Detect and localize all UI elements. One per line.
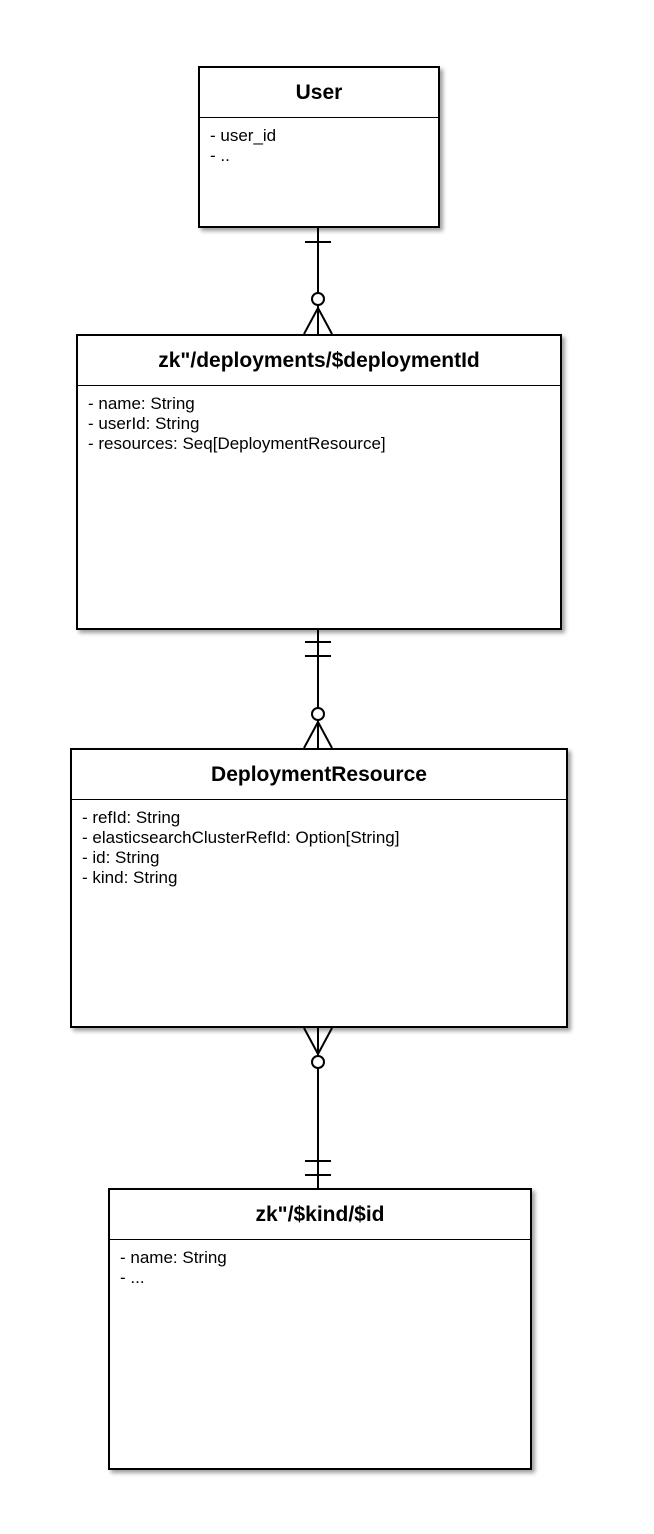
crows-foot-marker xyxy=(303,1027,333,1057)
entity-field: - resources: Seq[DeploymentResource] xyxy=(88,434,386,453)
entity-field: - userId: String xyxy=(88,414,200,433)
crows-foot-marker xyxy=(303,305,333,335)
entity-field: - id: String xyxy=(82,848,160,867)
entity-field: - kind: String xyxy=(82,868,178,887)
entity-field: - elasticsearchClusterRefId: Option[Stri… xyxy=(82,828,400,847)
entity-field-list: - name: String - userId: String - resour… xyxy=(78,386,560,454)
entity-deployments[interactable]: zk"/deployments/$deploymentId - name: St… xyxy=(76,334,562,630)
zero-circle-marker xyxy=(311,292,325,306)
entity-field: - ... xyxy=(120,1268,145,1287)
entity-field: - .. xyxy=(210,146,230,165)
entity-title: zk"/$kind/$id xyxy=(110,1190,530,1240)
entity-field-list: - refId: String - elasticsearchClusterRe… xyxy=(72,800,566,888)
zero-circle-marker xyxy=(311,1055,325,1069)
relationship-deployments-resource[interactable] xyxy=(303,630,333,749)
entity-field: - refId: String xyxy=(82,808,181,827)
entity-title: User xyxy=(200,68,438,118)
entity-deployment-resource[interactable]: DeploymentResource - refId: String - ela… xyxy=(70,748,568,1028)
entity-title: DeploymentResource xyxy=(72,750,566,800)
entity-field: - name: String xyxy=(120,1248,227,1267)
relationship-resource-kind[interactable] xyxy=(303,1027,333,1188)
entity-kind[interactable]: zk"/$kind/$id - name: String - ... xyxy=(108,1188,532,1470)
entity-field-list: - name: String - ... xyxy=(110,1240,530,1288)
entity-field: - name: String xyxy=(88,394,195,413)
entity-user[interactable]: User - user_id - .. xyxy=(198,66,440,228)
entity-field-list: - user_id - .. xyxy=(200,118,438,166)
entity-field: - user_id xyxy=(210,126,277,145)
entity-title: zk"/deployments/$deploymentId xyxy=(78,336,560,386)
relationship-user-deployments[interactable] xyxy=(303,228,333,335)
crows-foot-marker xyxy=(303,719,333,749)
zero-circle-marker xyxy=(311,707,325,721)
